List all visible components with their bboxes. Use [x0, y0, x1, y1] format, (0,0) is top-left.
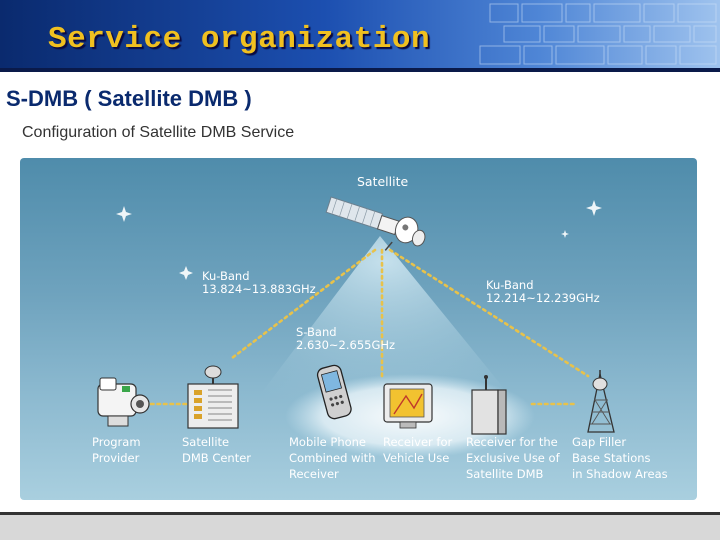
antenna-station-icon: [187, 365, 239, 429]
band-name: Ku-Band: [202, 269, 250, 283]
camera-icon: [97, 377, 150, 427]
star-icon: [116, 200, 602, 280]
section-subtitle: S-DMB ( Satellite DMB ): [6, 86, 252, 111]
node-label-line: Exclusive Use of: [466, 451, 560, 465]
node-label-line: Provider: [92, 451, 140, 465]
footer-bar: [0, 515, 720, 540]
navigation-screen-icon: [383, 383, 433, 429]
node-label-vehicle-receiver: Receiver for Vehicle Use: [383, 434, 452, 466]
band-name: S-Band: [296, 325, 337, 339]
node-label-line: Gap Filler: [572, 435, 627, 449]
node-label-mobile-phone: Mobile Phone Combined with Receiver: [289, 434, 375, 482]
band-frequency: 2.630~2.655GHz: [296, 338, 396, 352]
node-label-gap-filler: Gap Filler Base Stations in Shadow Areas: [572, 434, 668, 482]
node-label-line: Program: [92, 435, 141, 449]
node-label-line: Receiver: [289, 467, 339, 481]
ku-band-uplink-label: Ku-Band 13.824~13.883GHz: [202, 270, 316, 296]
node-label-line: DMB Center: [182, 451, 252, 465]
node-label-line: Receiver for: [383, 435, 453, 449]
node-label-line: Mobile Phone: [289, 435, 367, 449]
ku-band-downlink-line: [388, 248, 590, 378]
grid-decoration: [479, 3, 717, 65]
node-label-line: in Shadow Areas: [572, 467, 668, 481]
satellite-label: Satellite: [357, 174, 409, 189]
node-label-line: Satellite DMB: [466, 467, 544, 481]
ku-band-uplink-line: [230, 248, 377, 360]
node-label-line: Satellite: [182, 435, 230, 449]
header-banner: Service organization: [0, 0, 720, 68]
node-label-line: Vehicle Use: [383, 451, 450, 465]
footer-divider: [0, 512, 720, 515]
node-label-exclusive-receiver: Receiver for the Exclusive Use of Satell…: [466, 434, 560, 482]
band-name: Ku-Band: [486, 278, 534, 292]
band-frequency: 13.824~13.883GHz: [202, 282, 316, 296]
node-label-program-provider: Program Provider: [92, 434, 141, 466]
page-title: Service organization: [48, 22, 431, 57]
mobile-phone-icon: [316, 364, 352, 420]
receiver-box-icon: [471, 375, 507, 435]
tower-icon: [587, 370, 615, 433]
s-band-label: S-Band 2.630~2.655GHz: [296, 326, 395, 352]
node-label-line: Base Stations: [572, 451, 651, 465]
node-label-line: Receiver for the: [466, 435, 558, 449]
sdmb-diagram: Satellite Ku-Band 13.824~13.883GHz Ku-Ba…: [20, 158, 697, 500]
coverage-beam: [250, 236, 520, 408]
node-label-satellite-dmb-center: Satellite DMB Center: [182, 434, 251, 466]
band-frequency: 12.214~12.239GHz: [486, 291, 600, 305]
figure-caption: Configuration of Satellite DMB Service: [22, 124, 295, 141]
diagram-graphics: [97, 196, 615, 458]
node-label-line: Combined with: [289, 451, 376, 465]
header-divider: [0, 68, 720, 72]
ku-band-downlink-label: Ku-Band 12.214~12.239GHz: [486, 279, 600, 305]
satellite-icon: [325, 196, 426, 251]
